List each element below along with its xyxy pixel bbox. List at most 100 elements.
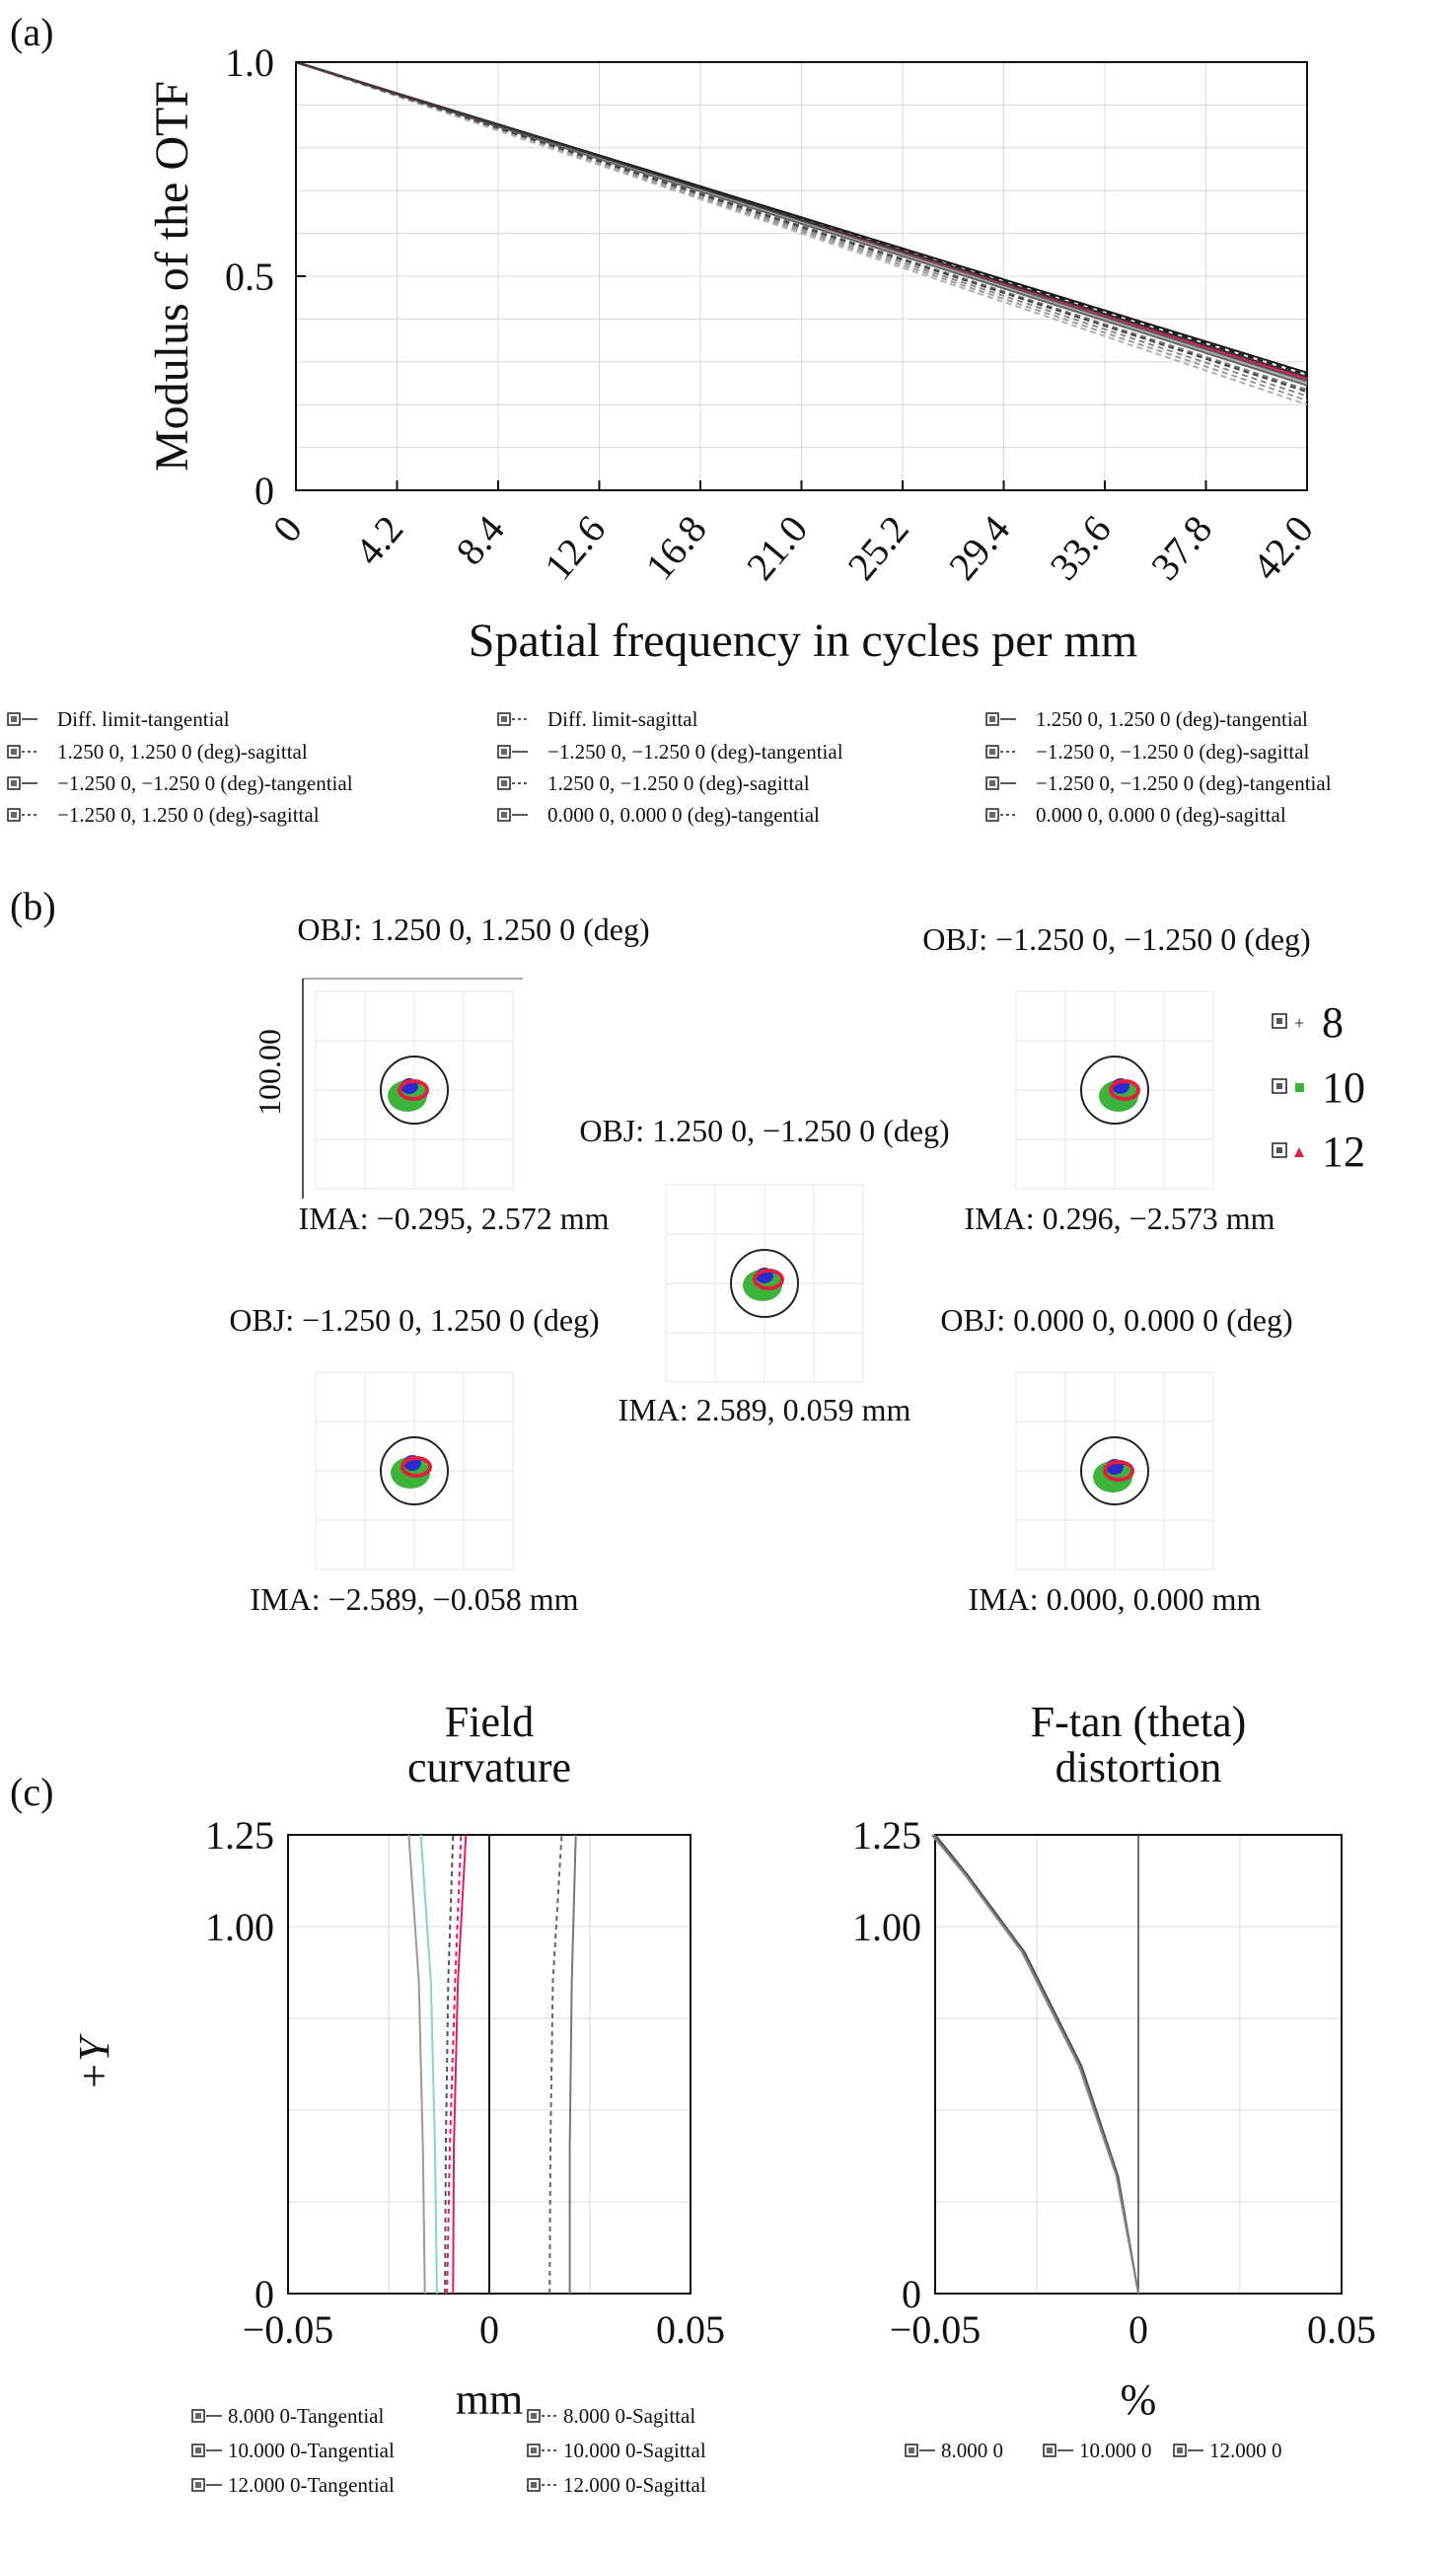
spot-legend-box-fill-0 — [1276, 1018, 1282, 1024]
fc-legend-label-1: 8.000 0-Sagittal — [563, 2404, 695, 2428]
spot-obj-label: OBJ: 1.250 0, 1.250 0 (deg) — [297, 912, 649, 947]
spot-cell-1: OBJ: −1.250 0, −1.250 0 (deg) IMA: 0.296,… — [922, 921, 1310, 1236]
otf-legend-label-9: −1.250 0, 1.250 0 (deg)-sagittal — [57, 803, 320, 827]
otf-legend-label-6: −1.250 0, −1.250 0 (deg)-tangential — [57, 771, 353, 795]
otf-legend-label-8: −1.250 0, −1.250 0 (deg)-tangential — [1036, 771, 1332, 795]
x-tick-label: 37.8 — [1142, 507, 1220, 589]
x-tick-label: 16.8 — [636, 507, 714, 589]
spot-obj-label: OBJ: −1.250 0, −1.250 0 (deg) — [922, 921, 1310, 957]
spot-obj-label: OBJ: −1.250 0, 1.250 0 (deg) — [229, 1302, 599, 1338]
otf-legend-marker-5-box-fill — [989, 749, 995, 755]
ds-legend-label-0: 8.000 0 — [941, 2439, 1003, 2462]
y-tick-label: 1.0 — [225, 40, 274, 85]
fc-series-4 — [452, 1834, 468, 2295]
otf-legend-label-4: −1.250 0, −1.250 0 (deg)-tangential — [547, 740, 843, 764]
otf-series-9 — [295, 61, 1308, 406]
ds-y-tick-label: 0 — [902, 2272, 921, 2316]
fc-series-2 — [419, 1834, 438, 2295]
otf-legend-marker-0-box-fill — [11, 716, 17, 722]
spot-legend-label-2: 12 — [1322, 1128, 1365, 1176]
airy-circle — [380, 1056, 449, 1125]
fc-legend-marker-0-box-fill — [195, 2413, 201, 2419]
y-tick-label: 0.5 — [225, 255, 274, 299]
ds-legend-marker-1-box-fill — [1047, 2447, 1053, 2453]
fc-legend-marker-5-box-fill — [531, 2482, 537, 2488]
otf-legend-marker-4-box-fill — [501, 749, 507, 755]
x-tick-label: 29.4 — [940, 507, 1018, 589]
x-tick-label: 42.0 — [1243, 507, 1321, 589]
x-tick-label: 4.2 — [346, 507, 412, 573]
fc-legend-marker-4-box-fill — [195, 2482, 201, 2488]
fc-legend-marker-1-box-fill — [531, 2413, 537, 2419]
fc-x-tick-label: 0 — [479, 2307, 499, 2352]
ds-legend-marker-0-box-fill — [909, 2447, 914, 2453]
otf-legend-marker-9-box-fill — [11, 812, 17, 818]
panel-b-spot-diagram: (b)OBJ: 1.250 0, 1.250 0 (deg)IMA: −0.29… — [10, 884, 1365, 1617]
spot-cell-2: OBJ: 1.250 0, −1.250 0 (deg) IMA: 2.589, … — [579, 1113, 949, 1427]
spot-cell-4: OBJ: 0.000 0, 0.000 0 (deg) IMA: 0.000, 0… — [940, 1302, 1292, 1617]
fc-legend-marker-2-box-fill — [195, 2447, 201, 2453]
fc-y-tick-label: 1.25 — [205, 1813, 274, 1858]
otf-legend-label-10: 0.000 0, 0.000 0 (deg)-tangential — [547, 803, 820, 827]
fc-title-line: curvature — [407, 1743, 571, 1791]
otf-legend-marker-8-box-fill — [989, 780, 995, 786]
spot-ima-label: IMA: 0.296, −2.573 mm — [965, 1201, 1275, 1236]
otf-legend-marker-6-box-fill — [11, 780, 17, 786]
fc-y-tick-label: 0 — [255, 2272, 274, 2316]
scale-bar-label: 100.00 — [252, 1029, 287, 1116]
ds-series-2 — [930, 1834, 1139, 2295]
spot-ima-label: IMA: 0.000, 0.000 mm — [969, 1581, 1262, 1617]
spot-cell-0: OBJ: 1.250 0, 1.250 0 (deg)IMA: −0.295, … — [297, 912, 649, 1236]
fc-legend-marker-3-box-fill — [531, 2447, 537, 2453]
otf-legend-marker-3-box-fill — [11, 749, 17, 755]
otf-series-10 — [295, 61, 1308, 378]
spot-legend-symbol-2 — [1294, 1147, 1304, 1157]
ds-x-tick-label: 0 — [1128, 2307, 1148, 2352]
spot-blob-12 — [1103, 1460, 1134, 1482]
otf-legend-marker-7-box-fill — [501, 780, 507, 786]
x-tick-label: 21.0 — [738, 507, 816, 589]
otf-legend-marker-10-box-fill — [501, 812, 507, 818]
ds-series-1 — [932, 1834, 1139, 2295]
ds-legend-marker-2-box-fill — [1177, 2447, 1183, 2453]
spot-legend-label-0: 8 — [1322, 998, 1344, 1047]
spot-obj-label: OBJ: 0.000 0, 0.000 0 (deg) — [940, 1302, 1292, 1338]
spot-ima-label: IMA: 2.589, 0.059 mm — [619, 1392, 911, 1427]
fc-y-tick-label: 1.00 — [205, 1905, 274, 1949]
fc-series-5 — [446, 1834, 463, 2295]
y-tick-label: 0 — [255, 469, 274, 513]
otf-legend-label-2: 1.250 0, 1.250 0 (deg)-tangential — [1036, 707, 1308, 731]
otf-series-1 — [295, 61, 1308, 376]
spot-ima-label: IMA: −2.589, −0.058 mm — [251, 1581, 579, 1617]
spot-legend-box-fill-1 — [1276, 1083, 1282, 1089]
ds-x-tick-label: −0.05 — [890, 2307, 982, 2352]
x-tick-label: 25.2 — [838, 507, 916, 589]
x-axis-title: Spatial frequency in cycles per mm — [469, 615, 1137, 667]
fc-x-tick-label: 0.05 — [656, 2307, 725, 2352]
otf-legend-marker-11-box-fill — [989, 812, 995, 818]
fc-y-axis-title: +Y — [70, 2033, 118, 2091]
panel-label-c: (c) — [10, 1770, 53, 1814]
otf-legend-label-0: Diff. limit-tangential — [57, 707, 230, 731]
spot-obj-label: OBJ: 1.250 0, −1.250 0 (deg) — [579, 1113, 949, 1148]
ds-legend-label-2: 12.000 0 — [1209, 2439, 1282, 2462]
otf-legend-label-1: Diff. limit-sagittal — [547, 707, 698, 731]
y-axis-title: Modulus of the OTF — [146, 81, 198, 472]
spot-blob-12 — [753, 1269, 784, 1290]
panel-label-a: (a) — [10, 10, 53, 54]
spot-blob-12 — [398, 1079, 429, 1101]
ds-legend-label-1: 10.000 0 — [1079, 2439, 1152, 2462]
fc-series-7 — [568, 1834, 577, 2294]
spot-blob-12 — [400, 1456, 432, 1478]
ds-y-tick-label: 1.25 — [852, 1813, 921, 1858]
x-tick-label: 8.4 — [447, 507, 513, 573]
ds-x-axis-title: % — [1121, 2375, 1157, 2424]
spot-blob-12 — [1109, 1079, 1140, 1101]
fc-legend-label-5: 12.000 0-Sagittal — [563, 2473, 706, 2497]
fc-series-3 — [444, 1834, 455, 2295]
airy-circle — [1080, 1436, 1149, 1505]
spot-legend-symbol-1 — [1295, 1083, 1304, 1092]
